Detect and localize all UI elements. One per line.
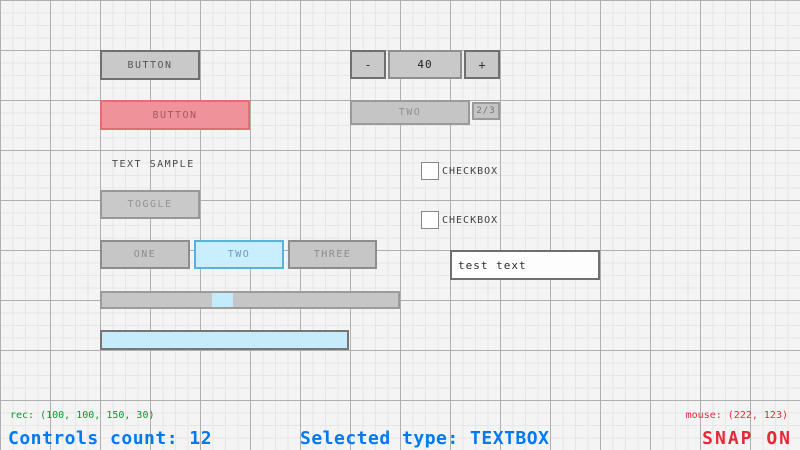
combo-box[interactable]: TWO (350, 100, 470, 125)
checkbox-1-label: CHECKBOX (442, 165, 499, 177)
spinner-value-box[interactable]: 40 (388, 50, 462, 79)
combo-counter[interactable]: 2/3 (472, 102, 500, 120)
toggle-group-item-two-active[interactable]: TWO (194, 240, 284, 269)
toggle-group-item-three[interactable]: THREE (288, 240, 377, 269)
controls-count-text: Controls count: 12 (8, 428, 213, 449)
color-panel-control[interactable] (100, 330, 349, 350)
slider-handle[interactable] (212, 293, 233, 307)
checkbox-2-label: CHECKBOX (442, 214, 499, 226)
selected-rect-readout: rec: (100, 100, 150, 30) (10, 410, 155, 421)
spinner-increment-button[interactable]: + (464, 50, 500, 79)
selected-type-text: Selected type: TEXTBOX (300, 428, 550, 449)
mouse-position-readout: mouse: (222, 123) (685, 410, 788, 421)
spinner-decrement-button[interactable]: - (350, 50, 386, 79)
button-control[interactable]: BUTTON (100, 50, 200, 80)
toggle-group-item-one[interactable]: ONE (100, 240, 190, 269)
text-input[interactable]: test text (450, 250, 600, 280)
selected-button-control[interactable]: BUTTON (100, 100, 250, 130)
text-sample-label: TEXT SAMPLE (112, 158, 195, 170)
checkbox-1[interactable] (421, 162, 439, 180)
slider-track[interactable] (100, 291, 400, 309)
toggle-control[interactable]: TOGGLE (100, 190, 200, 219)
snap-mode-indicator: SNAP ON (702, 428, 792, 449)
checkbox-2[interactable] (421, 211, 439, 229)
